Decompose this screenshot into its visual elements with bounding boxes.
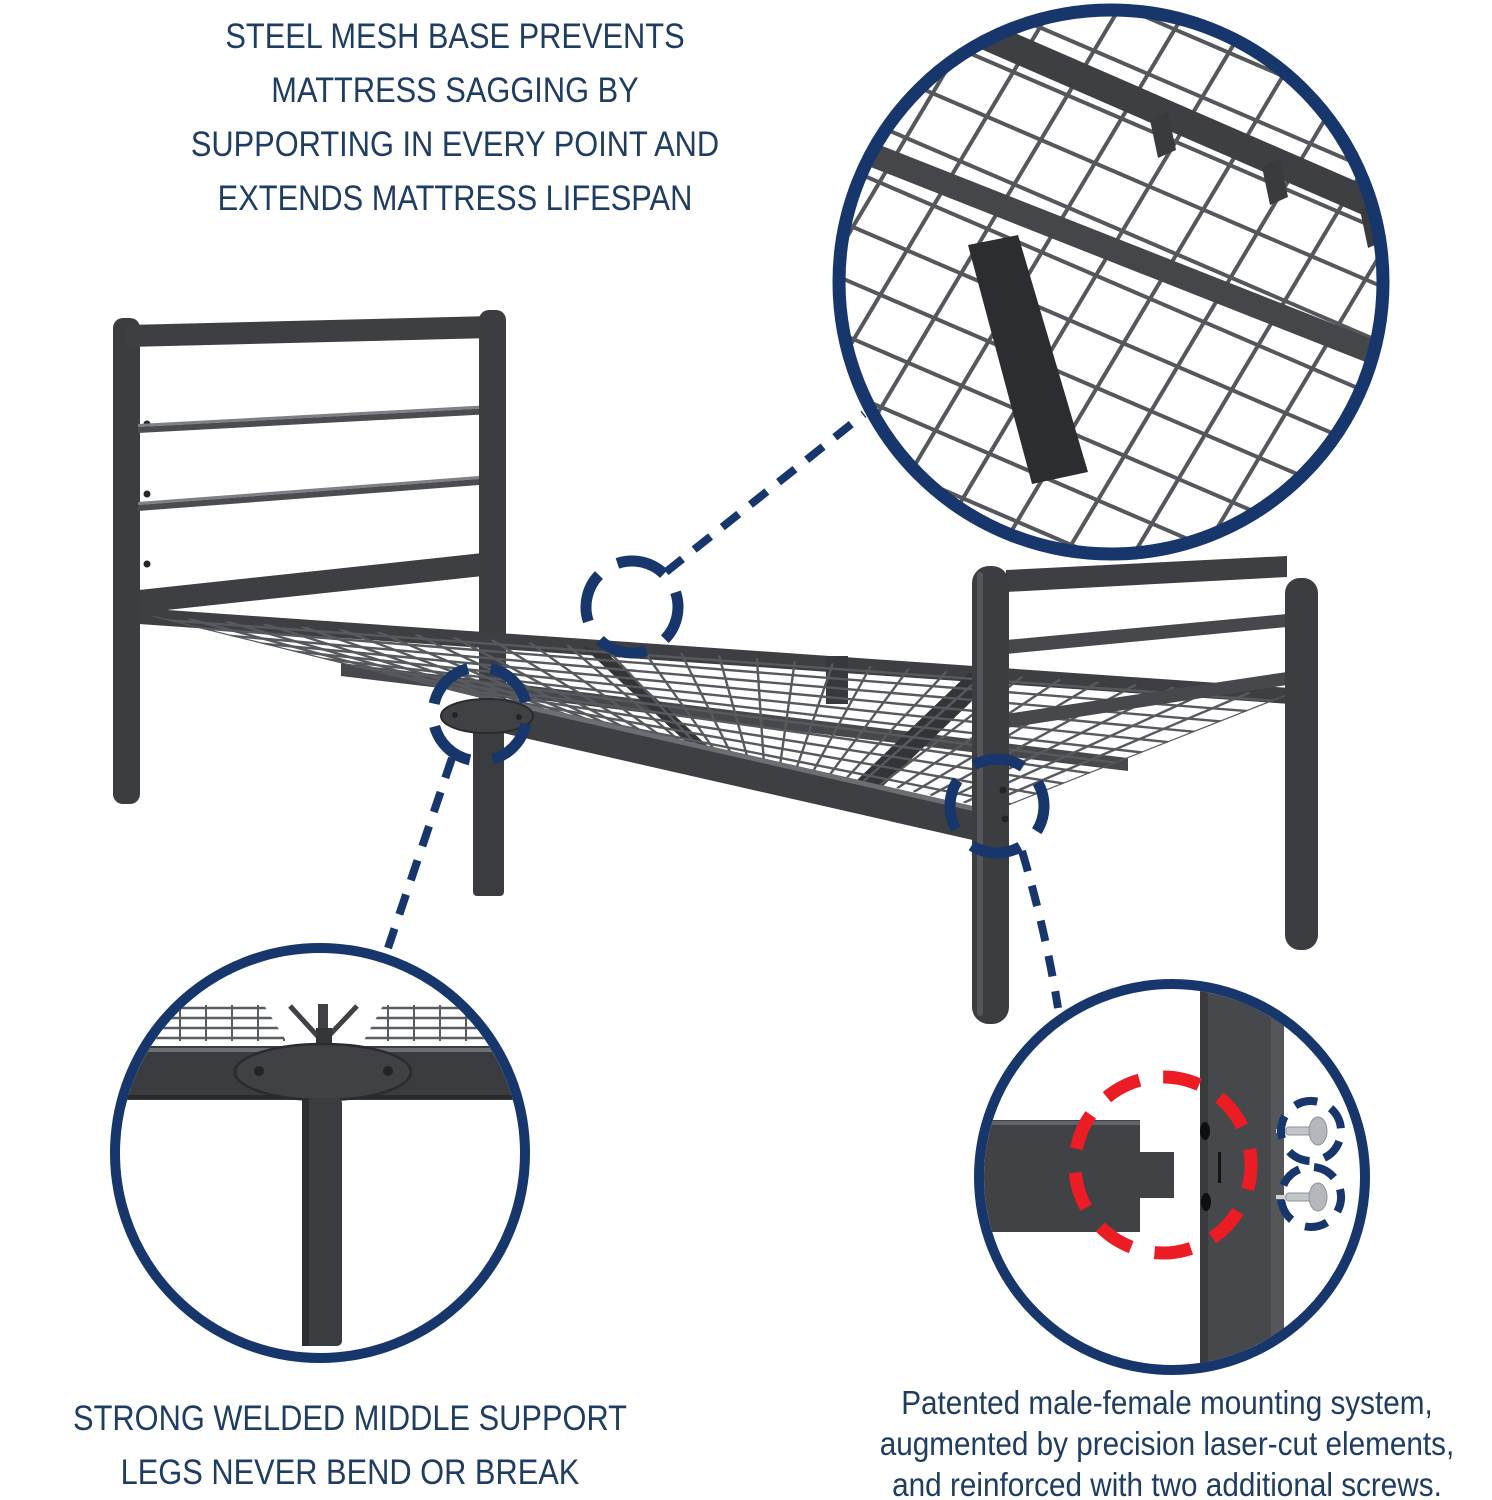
red-highlight-circle — [1068, 1070, 1258, 1260]
caption-line: EXTENDS MATTRESS LIFESPAN — [217, 179, 693, 218]
connector-line-mesh — [663, 410, 867, 576]
post-highlight — [977, 572, 983, 1016]
headboard-thin-rail-highlight — [138, 475, 492, 505]
mesh-wire — [167, 619, 1274, 702]
mesh-detail-ring — [832, 3, 1390, 561]
bolt-dot — [254, 1066, 264, 1076]
middle-support-leg — [473, 718, 504, 896]
footboard-top-rail — [1006, 556, 1287, 592]
post-shade — [1200, 989, 1208, 1365]
caption-line: Patented male-female mounting system, — [901, 1384, 1433, 1421]
connector-line-middle-leg — [384, 756, 456, 950]
zoom-side-rail — [859, 16, 1377, 276]
mounting-detail-circle — [974, 979, 1370, 1375]
caption-line: STEEL MESH BASE PREVENTS — [225, 17, 685, 56]
leg-post-zoomed — [1200, 989, 1284, 1365]
footboard-far-post — [1285, 578, 1318, 950]
bolt-dot — [999, 786, 1007, 794]
middle-leg-ring — [110, 943, 530, 1363]
center-strut — [318, 1004, 328, 1044]
caption-line: and reinforced with two additional screw… — [892, 1466, 1442, 1500]
mesh-wire — [1084, 16, 1377, 548]
screw-dashed-ring — [1277, 1163, 1345, 1231]
highlight-circle-middle-leg — [427, 661, 533, 767]
screw-tip — [1276, 1195, 1288, 1199]
mounting-hole — [1201, 1193, 1211, 1211]
caption-line: STRONG WELDED MIDDLE SUPPORT — [73, 1399, 627, 1438]
screw-head — [1308, 1116, 1328, 1146]
rail-tab — [1262, 159, 1288, 205]
screw-icon — [1276, 1097, 1345, 1165]
screw-icon — [1276, 1163, 1345, 1231]
headboard-thin-rail — [138, 478, 492, 511]
bolt-dot — [143, 490, 151, 498]
rail-tab — [1150, 112, 1176, 158]
bolt-dot — [383, 1066, 393, 1076]
leg-shade — [302, 1098, 309, 1346]
caption-line: MATTRESS SAGGING BY — [271, 71, 639, 110]
bolt-dot — [452, 712, 458, 718]
caption-line: LEGS NEVER BEND OR BREAK — [120, 1453, 580, 1492]
middle-leg-zoomed — [302, 1098, 342, 1346]
mesh-wire — [845, 150, 1377, 434]
near-side-rail — [494, 697, 999, 846]
mounting-ring — [974, 979, 1370, 1375]
bolt-dot — [516, 714, 522, 720]
mesh-wire — [845, 374, 1377, 548]
highlight-circle-mounting — [944, 753, 1050, 859]
mesh-wire — [292, 650, 1169, 744]
post-highlight — [1271, 989, 1284, 1365]
caption-steel-mesh: STEEL MESH BASE PREVENTS MATTRESS SAGGIN… — [90, 10, 820, 226]
headboard-thin-rail — [138, 408, 492, 433]
headboard-far-post — [113, 318, 140, 804]
mesh-wire — [845, 318, 1377, 548]
zoom-support-rail — [845, 110, 1377, 404]
bed-frame-illustration — [113, 310, 1318, 1024]
caption-middle-legs: STRONG WELDED MIDDLE SUPPORT LEGS NEVER … — [0, 1392, 700, 1500]
footboard-mid-rail — [1006, 614, 1287, 654]
screw-head — [1308, 1182, 1328, 1212]
headboard-lower-rail — [139, 552, 492, 613]
headboard-top-rail — [126, 316, 492, 347]
mesh-wire — [448, 688, 1038, 796]
headboard-near-post — [479, 310, 506, 716]
highlight-circle-mesh — [580, 555, 684, 659]
mounting-slot — [1218, 1152, 1221, 1183]
zoom-cross-bar — [968, 235, 1088, 484]
mesh-wire — [845, 94, 1377, 378]
bolt-dot — [143, 560, 151, 568]
caption-mounting-system: Patented male-female mounting system, au… — [837, 1382, 1492, 1500]
near-side-rail-highlight — [494, 697, 999, 817]
mounting-hole — [1200, 1122, 1210, 1140]
mesh-wire — [198, 626, 1248, 713]
weld-plate — [440, 698, 534, 734]
mesh-wire — [845, 16, 1168, 548]
mesh-wire — [1152, 16, 1377, 548]
cross-bar — [857, 673, 994, 787]
bolt-dot — [1001, 815, 1009, 823]
caption-line: SUPPORTING IN EVERY POINT AND — [190, 125, 720, 164]
connector-line-mounting — [1018, 849, 1062, 1009]
footboard-low-rail — [1006, 672, 1287, 728]
screw-dashed-ring — [1277, 1097, 1345, 1165]
middle-leg-detail-circle — [110, 943, 530, 1363]
caption-line: augmented by precision laser-cut element… — [879, 1425, 1455, 1462]
headboard-thin-rail-highlight — [138, 405, 492, 427]
